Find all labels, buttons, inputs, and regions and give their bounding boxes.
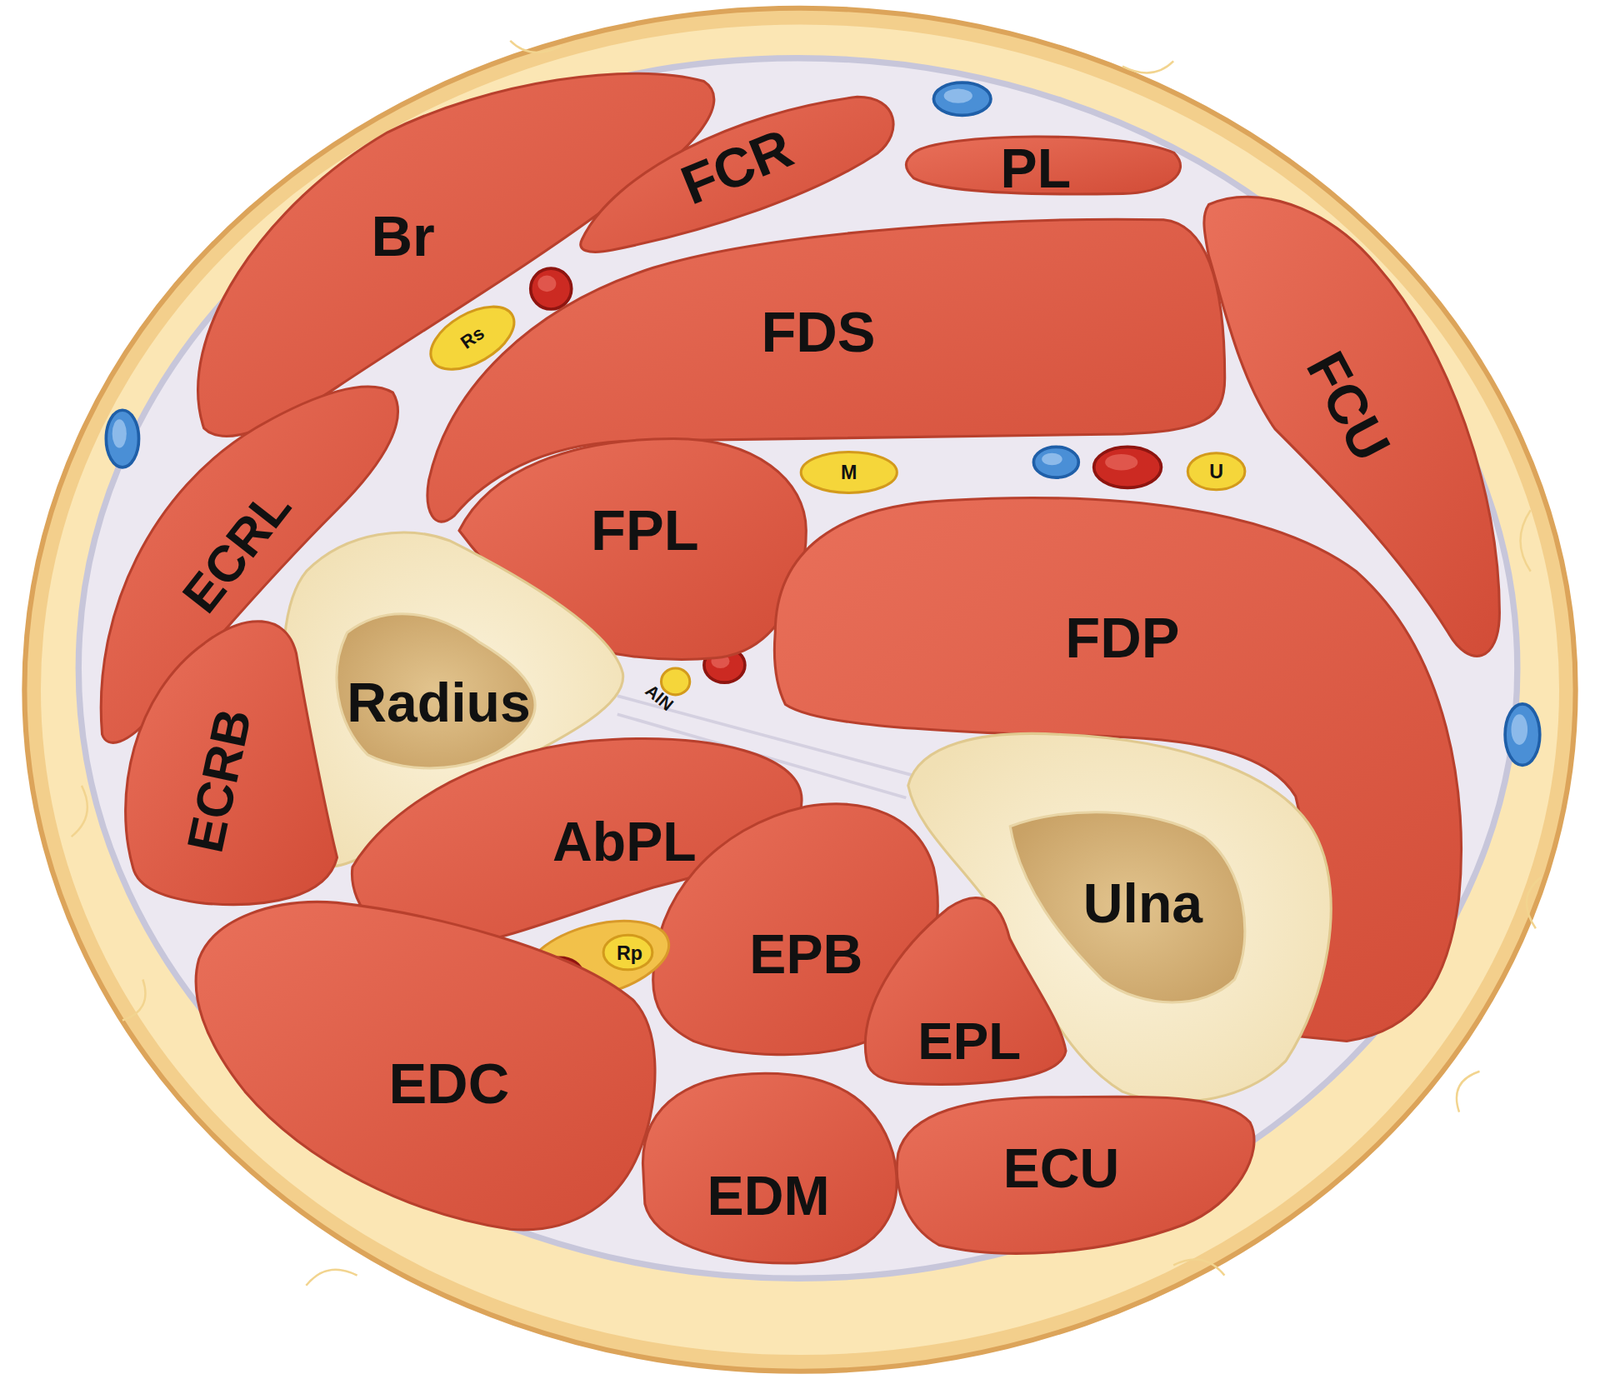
nerve-section: AIN [657, 664, 695, 700]
section-outline [642, 1073, 897, 1264]
muscle-section: ECU [892, 1092, 1258, 1258]
section-outline [195, 902, 655, 1230]
structure-label: PL [1000, 140, 1072, 196]
section-outline [580, 96, 893, 252]
muscle-section: PL [901, 132, 1185, 199]
shape-group [1187, 453, 1245, 490]
muscle-section: ECRB [120, 616, 341, 909]
section-outline [603, 935, 653, 970]
section-outline [865, 898, 1067, 1085]
structure-label: EDC [388, 1055, 510, 1113]
nerve-section: U [1183, 449, 1249, 495]
structure-label: FDP [1065, 609, 1180, 667]
skin [24, 8, 1575, 1372]
nerve-section: M [796, 448, 901, 498]
shape-group [420, 293, 525, 382]
structure-label: FDS [760, 304, 875, 362]
muscle-section: EDC [191, 898, 660, 1235]
deep-fascia [78, 58, 1518, 1279]
structure-label: U [1209, 461, 1224, 481]
structure-label: FPL [590, 501, 700, 560]
shape-group [865, 898, 1067, 1085]
structure-label: M [840, 462, 857, 482]
nerve-section: Rs [416, 289, 530, 386]
shape-group [580, 96, 893, 252]
section-outline [660, 668, 690, 695]
structure-label: EDM [707, 1168, 830, 1224]
structure-label: EPB [749, 926, 863, 982]
shape-group [896, 1096, 1255, 1254]
subcutaneous-fat [40, 24, 1560, 1355]
muscle-section: EDM [639, 1069, 901, 1268]
structure-label: Br [371, 208, 435, 266]
structure-label: Rp [616, 943, 643, 963]
section-outline [896, 1096, 1255, 1254]
section-outline [1010, 812, 1245, 1003]
section-outline [125, 620, 337, 905]
shape-group [642, 1073, 897, 1264]
section-outline [800, 451, 897, 493]
section-outline [336, 614, 535, 769]
structure-label: Ulna [1083, 875, 1203, 931]
shape-group [660, 668, 690, 695]
shape-group [800, 451, 897, 493]
structure-label: EPL [917, 1014, 1021, 1068]
shape-group [195, 902, 655, 1230]
section-outline [420, 293, 525, 382]
structure-label: ECU [1003, 1140, 1120, 1196]
section-outline [1187, 453, 1245, 490]
shape-group [125, 620, 337, 905]
structure-label: AbPL [552, 814, 697, 870]
muscle-section: EPL [861, 894, 1070, 1090]
structure-label: Radius [346, 674, 530, 730]
fat-lobules [71, 40, 1541, 1286]
